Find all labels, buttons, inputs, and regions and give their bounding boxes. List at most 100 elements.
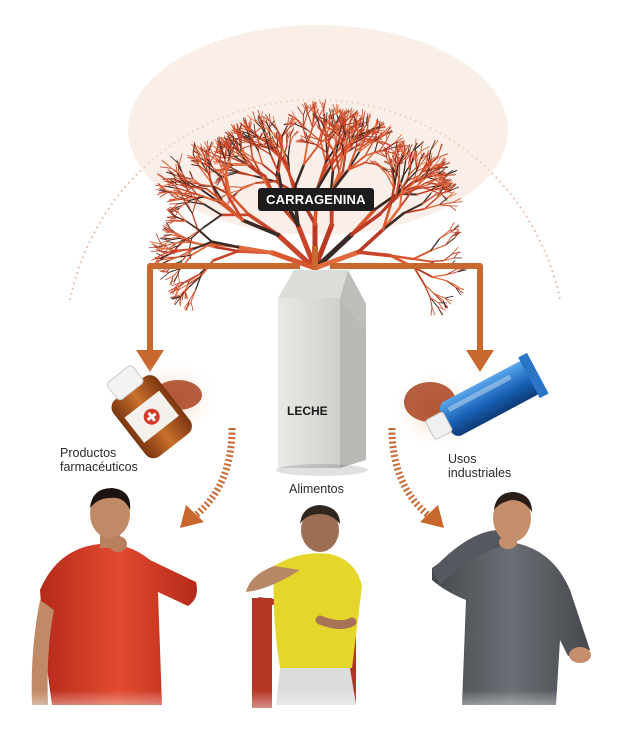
seaweed-branch	[393, 137, 404, 144]
seaweed-branch	[166, 222, 172, 231]
seaweed-branch	[437, 306, 443, 316]
seaweed-branch	[430, 163, 437, 170]
seaweed-branch	[239, 122, 248, 131]
seaweed-branch	[363, 126, 369, 138]
seaweed-branch	[312, 121, 320, 128]
seaweed-branch	[414, 158, 418, 171]
seaweed-branch	[203, 154, 206, 163]
seaweed-branch	[260, 119, 266, 133]
seaweed-branch	[247, 164, 267, 177]
seaweed-branch	[220, 145, 226, 159]
seaweed-branch	[318, 109, 324, 119]
seaweed-branch	[179, 191, 190, 199]
milk-carton-label: LECHE	[287, 404, 328, 418]
seaweed-branch	[167, 181, 179, 184]
seaweed-branch	[151, 243, 161, 248]
dashed-arrow-right	[388, 427, 444, 528]
seaweed-branch	[393, 133, 403, 144]
seaweed-branch	[232, 135, 234, 145]
seaweed-branch	[254, 125, 263, 133]
seaweed-branch	[356, 123, 359, 137]
seaweed-branch	[334, 152, 341, 174]
seaweed-branch	[430, 183, 444, 186]
seaweed-branch	[339, 108, 344, 119]
seaweed-branch	[168, 177, 179, 183]
seaweed-branch	[391, 166, 396, 185]
seaweed-branch	[402, 145, 409, 156]
seaweed-branch	[393, 140, 406, 144]
seaweed-branch	[240, 130, 242, 141]
seaweed-branch	[402, 202, 424, 215]
seaweed-branch	[214, 139, 221, 147]
seaweed-branch	[159, 250, 174, 254]
seaweed-branch	[339, 110, 346, 119]
seaweed-branch	[176, 184, 191, 187]
seaweed-branch	[419, 152, 423, 161]
seaweed-branch	[338, 155, 344, 174]
seaweed-branch	[429, 158, 435, 169]
seaweed-branch	[363, 128, 373, 138]
seaweed-branch	[385, 131, 388, 142]
seaweed-branch	[430, 183, 439, 194]
seaweed-branch	[215, 175, 226, 181]
seaweed-branch	[227, 134, 233, 143]
dashed-arrow-left	[180, 427, 236, 528]
seaweed-branch	[430, 237, 441, 252]
seaweed-branch	[383, 127, 392, 136]
seaweed-branch	[261, 127, 267, 140]
seaweed-branch	[248, 118, 251, 129]
seaweed-branch	[451, 229, 459, 237]
seaweed-branch	[402, 159, 407, 176]
seaweed-branch	[348, 116, 353, 126]
seaweed-branch	[385, 168, 391, 176]
seaweed-branch	[215, 142, 221, 153]
seaweed-branch	[455, 285, 464, 291]
label-industrial-uses: Usos industriales	[448, 452, 511, 480]
seaweed-branch	[400, 143, 403, 154]
seaweed-branch	[355, 119, 365, 126]
seaweed-branch	[173, 273, 179, 283]
seaweed-branch	[181, 291, 185, 301]
seaweed-branch	[302, 114, 308, 129]
seaweed-branch	[438, 197, 449, 206]
seaweed-branch	[164, 275, 174, 281]
seaweed-branch	[444, 237, 456, 246]
seaweed-branch	[379, 133, 389, 138]
seaweed-branch	[329, 121, 337, 129]
seaweed-branch	[160, 243, 173, 252]
seaweed-branch	[437, 144, 443, 157]
seaweed-branch	[374, 120, 377, 131]
seaweed-branch	[414, 150, 418, 160]
seaweed-branch	[430, 306, 433, 316]
seaweed-branch	[177, 280, 187, 289]
seaweed-branch	[438, 202, 453, 206]
seaweed-branch	[429, 296, 439, 308]
seaweed-branch	[442, 299, 447, 309]
seaweed-branch	[330, 107, 336, 118]
seaweed-branch	[171, 191, 180, 195]
seaweed-branch	[354, 134, 359, 153]
seaweed-branch	[268, 120, 275, 129]
seaweed-branch	[406, 170, 418, 182]
seaweed-branch	[307, 112, 313, 128]
seaweed-branch	[381, 203, 392, 231]
seaweed-branch	[455, 287, 461, 296]
seaweed-branch	[358, 128, 365, 136]
seaweed-branch	[206, 140, 210, 152]
seaweed-branch	[332, 108, 335, 119]
seaweed-branch	[224, 148, 229, 160]
seaweed-branch	[370, 161, 380, 167]
seaweed-branch	[221, 141, 228, 151]
seaweed-branch	[364, 150, 376, 164]
seaweed-branch	[276, 147, 280, 161]
seaweed-branch	[193, 159, 201, 167]
seaweed-branch	[395, 174, 405, 196]
seaweed-branch	[347, 150, 357, 171]
seaweed-branch	[233, 124, 238, 134]
seaweed-branch	[396, 174, 403, 189]
seaweed-branch	[167, 241, 179, 250]
seaweed-branch	[322, 102, 325, 113]
seaweed-branch	[178, 283, 190, 290]
seaweed-branch	[339, 143, 344, 158]
seaweed-branch	[257, 150, 264, 165]
